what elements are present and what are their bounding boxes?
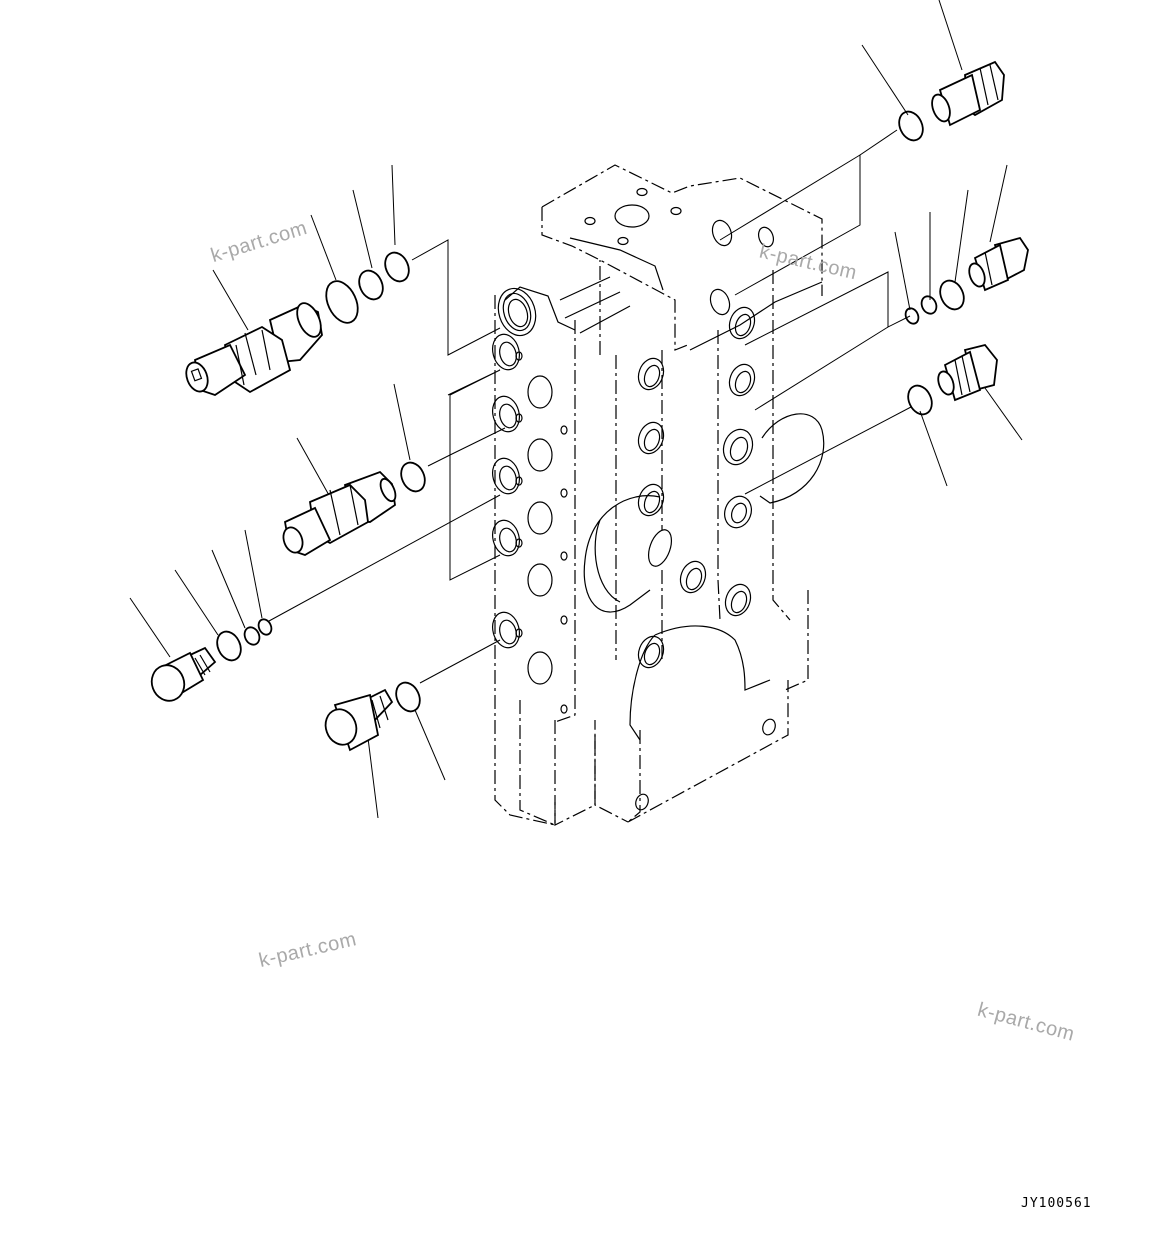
left-ports [492, 333, 520, 649]
relief-valve-lower-right [937, 343, 998, 402]
relief-valve-top-right [931, 60, 1005, 127]
plug-bottom-center [324, 688, 394, 752]
relief-valve-top-left [185, 302, 323, 396]
o-rings [216, 110, 965, 713]
leader-lines [129, 0, 1023, 819]
valve-body [492, 164, 825, 826]
plug-mid-right [968, 236, 1029, 292]
face-holes [515, 351, 568, 714]
drawing-code: JY100561 [1021, 1196, 1092, 1211]
plug-bottom-left [150, 646, 217, 702]
relief-valve-mid-left [282, 470, 397, 556]
